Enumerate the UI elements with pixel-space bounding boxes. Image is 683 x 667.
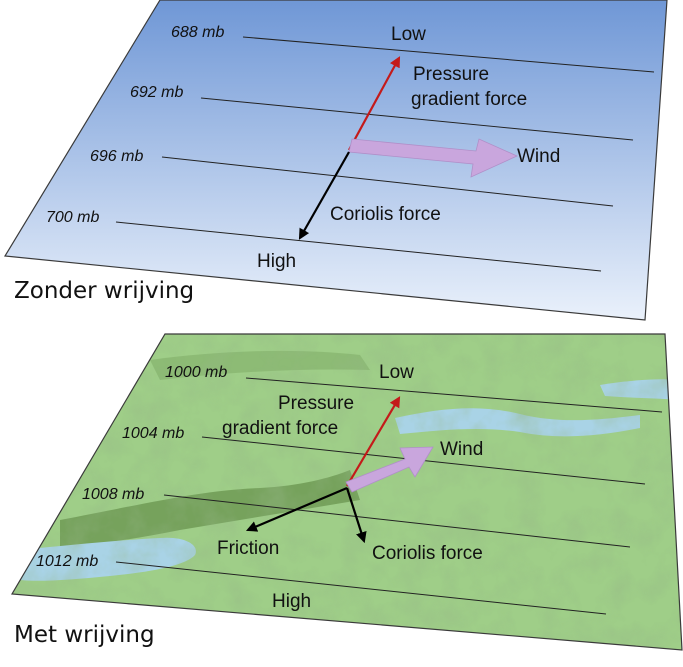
wind-label: Wind xyxy=(440,439,483,460)
pressure-label-line2: gradient force xyxy=(222,418,338,439)
isobar-label-1012: 1012 mb xyxy=(36,553,98,570)
isobar-label-1008: 1008 mb xyxy=(82,486,144,503)
coriolis-label: Coriolis force xyxy=(372,543,483,564)
bottom-plane-border xyxy=(10,333,683,651)
isobar-label-700: 700 mb xyxy=(46,209,99,226)
isobar-label-1004: 1004 mb xyxy=(122,425,184,442)
isobar-line-696 xyxy=(161,156,614,207)
isobar-line-1012 xyxy=(115,561,607,615)
isobar-label-688: 688 mb xyxy=(171,24,224,41)
caption-without-friction: Zonder wrijving xyxy=(14,278,195,304)
coriolis-arrow xyxy=(345,487,367,544)
top-panel: 688 mb 692 mb 696 mb 700 mb Low Pressure… xyxy=(3,0,668,321)
isobar-label-1000: 1000 mb xyxy=(165,364,227,381)
isobar-line-700 xyxy=(115,221,602,272)
wind-label: Wind xyxy=(517,146,560,167)
coriolis-arrow xyxy=(298,151,350,240)
pressure-label-line1: Pressure xyxy=(413,64,489,85)
isobar-label-696: 696 mb xyxy=(90,148,143,165)
top-plane xyxy=(3,0,668,321)
high-label: High xyxy=(257,251,296,272)
caption-with-friction: Met wrijving xyxy=(14,622,155,648)
pressure-gradient-arrow xyxy=(346,396,401,487)
friction-label: Friction xyxy=(217,538,279,559)
isobar-line-692 xyxy=(200,97,634,141)
isobar-line-1000 xyxy=(245,377,663,413)
wind-arrow xyxy=(348,138,518,178)
isobar-line-688 xyxy=(242,36,655,73)
wind-arrow xyxy=(345,446,434,493)
pressure-gradient-arrow xyxy=(348,56,401,151)
pressure-label-line2: gradient force xyxy=(411,89,527,110)
isobar-line-1008 xyxy=(163,494,631,548)
friction-arrow xyxy=(245,486,348,532)
high-label: High xyxy=(272,591,311,612)
coriolis-label: Coriolis force xyxy=(330,204,441,225)
pressure-label-line1: Pressure xyxy=(278,393,354,414)
isobar-label-692: 692 mb xyxy=(130,84,183,101)
low-label: Low xyxy=(391,24,426,45)
low-label: Low xyxy=(379,362,414,383)
bottom-panel: 1000 mb 1004 mb 1008 mb 1012 mb Low Pres… xyxy=(10,333,683,651)
